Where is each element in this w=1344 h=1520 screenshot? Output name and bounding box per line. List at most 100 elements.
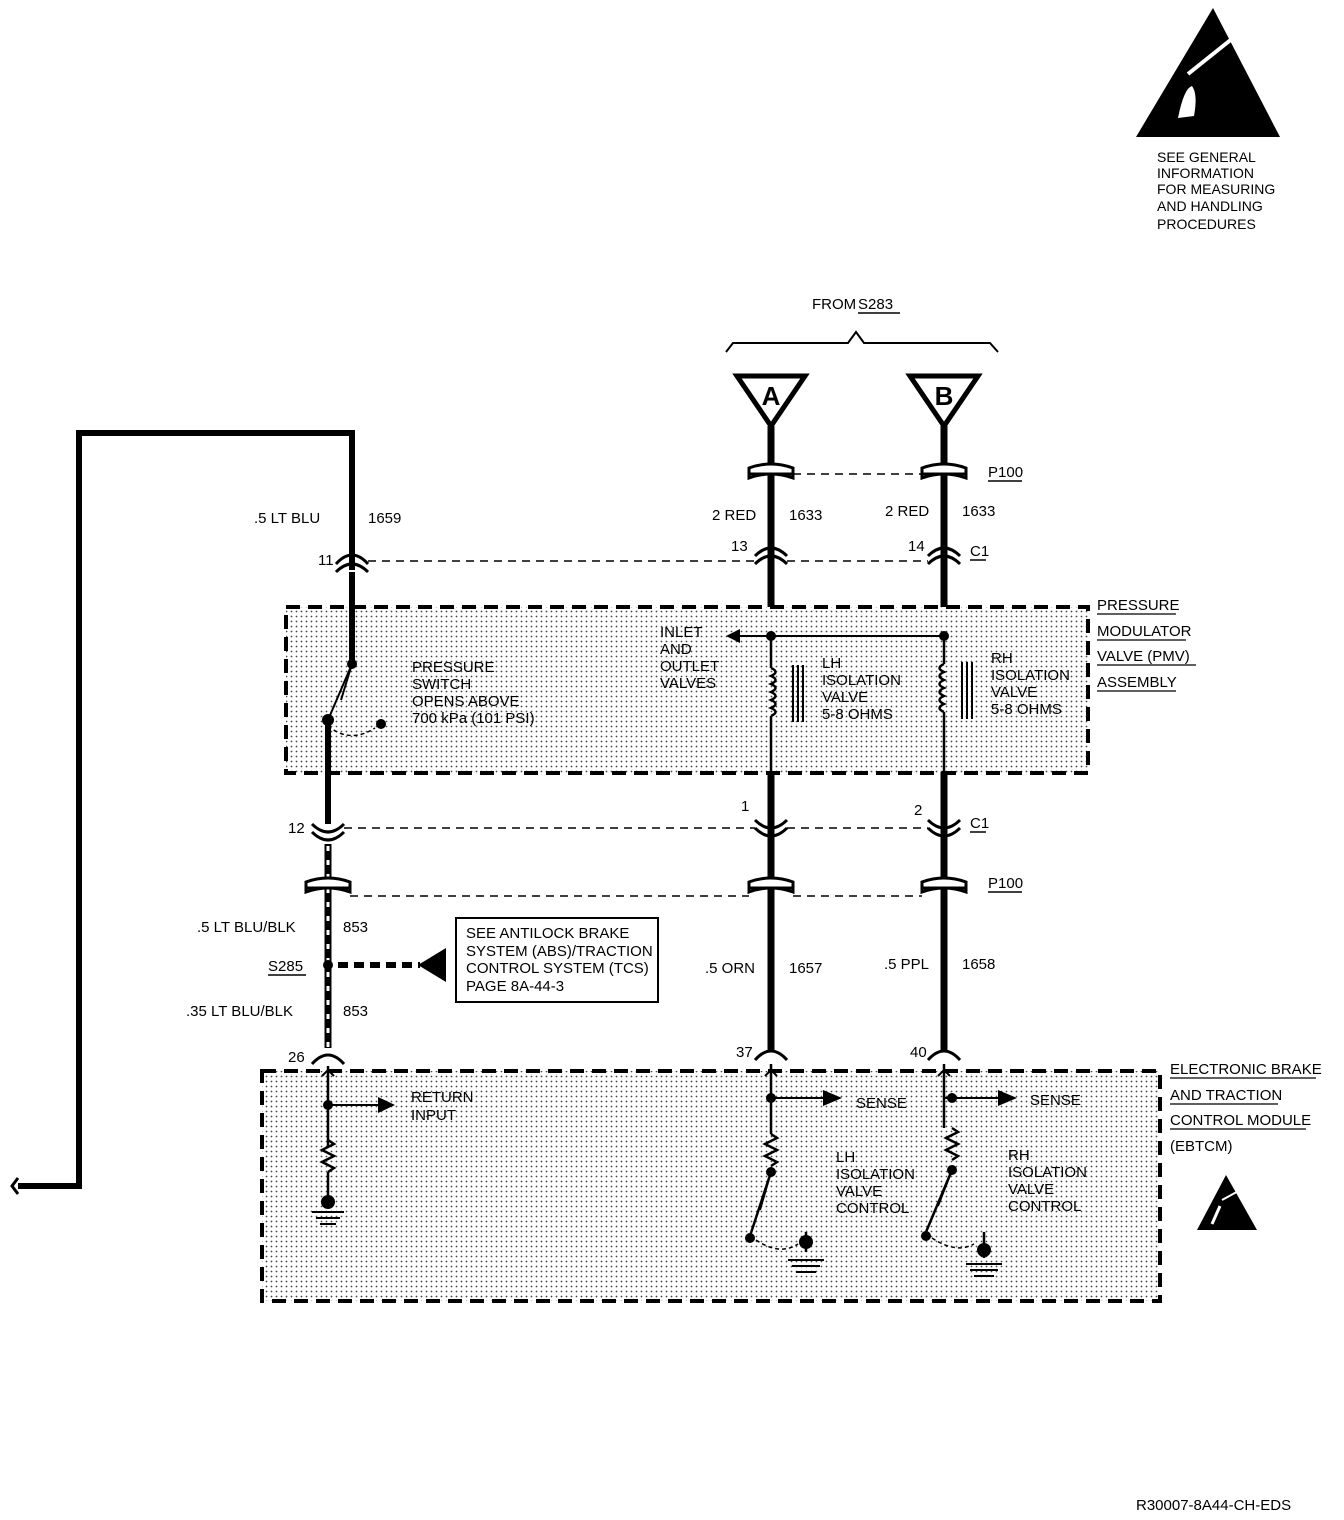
wire-label-red-b: 2 RED xyxy=(885,503,929,520)
wire-circuit-853-b: 853 xyxy=(343,1003,368,1020)
svg-text:P100: P100 xyxy=(988,464,1023,481)
svg-text:RETURN: RETURN xyxy=(411,1089,474,1106)
wire-label-orn: .5 ORN xyxy=(705,960,755,977)
ebtcm-pins: 26 37 40 xyxy=(288,1044,962,1066)
svg-text:INPUT: INPUT xyxy=(411,1107,456,1124)
wire-label-lt-blu-blk-035: .35 LT BLU/BLK xyxy=(186,1003,293,1020)
reference-box: SEE ANTILOCK BRAKE SYSTEM (ABS)/TRACTION… xyxy=(455,917,659,1003)
connector-p100-lower: P100 xyxy=(304,875,1023,897)
svg-text:ISOLATION: ISOLATION xyxy=(1008,1164,1087,1181)
svg-text:AND: AND xyxy=(660,641,692,658)
svg-text:ISOLATION: ISOLATION xyxy=(836,1166,915,1183)
svg-text:SEE ANTILOCK BRAKE: SEE ANTILOCK BRAKE xyxy=(466,925,629,942)
svg-text:26: 26 xyxy=(288,1049,305,1066)
svg-text:PRESSURE: PRESSURE xyxy=(412,659,495,676)
esd-small-icon xyxy=(1197,1175,1257,1230)
terminal-a: A xyxy=(732,373,810,431)
ground-terminal-icon xyxy=(10,1177,20,1195)
svg-text:12: 12 xyxy=(288,820,305,837)
svg-text:A: A xyxy=(762,381,781,411)
svg-text:PROCEDURES: PROCEDURES xyxy=(1157,216,1256,232)
figure-id: R30007-8A44-CH-EDS xyxy=(1136,1497,1291,1514)
svg-text:FROM: FROM xyxy=(812,296,856,313)
svg-text:PAGE 8A-44-3: PAGE 8A-44-3 xyxy=(466,978,564,995)
inlet-outlet-valves: INLET AND OUTLET VALVES xyxy=(660,624,949,692)
svg-text:5-8 OHMS: 5-8 OHMS xyxy=(991,701,1062,718)
svg-text:VALVES: VALVES xyxy=(660,675,716,692)
ground-return-wire xyxy=(18,430,355,1189)
svg-text:CONTROL MODULE: CONTROL MODULE xyxy=(1170,1112,1311,1129)
ebtcm-title: ELECTRONIC BRAKE AND TRACTION CONTROL MO… xyxy=(1170,1061,1322,1155)
splice-s285: S285 xyxy=(268,948,446,982)
svg-text:VALVE: VALVE xyxy=(822,689,868,706)
svg-text:2: 2 xyxy=(914,802,922,819)
esd-warning-icon xyxy=(1136,8,1280,137)
svg-text:OUTLET: OUTLET xyxy=(660,658,719,675)
pmv-title: PRESSURE MODULATOR VALVE (PMV) ASSEMBLY xyxy=(1097,597,1196,692)
svg-text:INLET: INLET xyxy=(660,624,703,641)
svg-text:INFORMATION: INFORMATION xyxy=(1157,165,1254,181)
lh-isolation-valve-coil: LH ISOLATION VALVE 5-8 OHMS xyxy=(767,636,901,772)
svg-text:ELECTRONIC BRAKE: ELECTRONIC BRAKE xyxy=(1170,1061,1322,1078)
wire-label-red-a: 2 RED xyxy=(712,507,756,524)
pressure-switch: PRESSURE SWITCH OPENS ABOVE 700 kPa (101… xyxy=(322,572,535,824)
wire-circuit-853: 853 xyxy=(343,919,368,936)
wire-circuit-1633-b: 1633 xyxy=(962,503,995,520)
svg-text:SWITCH: SWITCH xyxy=(412,676,471,693)
svg-text:VALVE: VALVE xyxy=(836,1183,882,1200)
svg-text:S283: S283 xyxy=(858,296,893,313)
svg-text:ISOLATION: ISOLATION xyxy=(822,672,901,689)
svg-text:PRESSURE: PRESSURE xyxy=(1097,597,1180,614)
svg-text:SENSE: SENSE xyxy=(856,1095,907,1112)
rh-isolation-valve-control: SENSE RH ISOLATION VALVE CONTROL xyxy=(921,1064,1087,1277)
svg-text:LH: LH xyxy=(822,655,841,672)
svg-text:37: 37 xyxy=(736,1044,753,1061)
wire-label-lt-blu-blk: .5 LT BLU/BLK xyxy=(197,919,296,936)
wire-circuit-1657: 1657 xyxy=(789,960,822,977)
svg-text:LH: LH xyxy=(836,1149,855,1166)
svg-text:B: B xyxy=(935,381,954,411)
svg-text:RH: RH xyxy=(1008,1147,1030,1164)
ebtcm-box xyxy=(260,1069,1162,1303)
esd-notice: SEE GENERAL INFORMATION FOR MEASURING AN… xyxy=(1157,149,1275,232)
svg-text:C1: C1 xyxy=(970,815,989,832)
svg-text:P100: P100 xyxy=(988,875,1023,892)
svg-text:11: 11 xyxy=(318,552,334,569)
svg-text:S285: S285 xyxy=(268,958,303,975)
svg-text:14: 14 xyxy=(908,538,925,555)
terminal-b: B xyxy=(905,373,983,431)
svg-text:1: 1 xyxy=(741,798,749,815)
svg-text:SYSTEM (ABS)/TRACTION: SYSTEM (ABS)/TRACTION xyxy=(466,943,653,960)
svg-text:VALVE (PMV): VALVE (PMV) xyxy=(1097,648,1190,665)
svg-text:C1: C1 xyxy=(970,543,989,560)
svg-text:CONTROL: CONTROL xyxy=(1008,1198,1081,1215)
svg-text:AND HANDLING: AND HANDLING xyxy=(1157,198,1263,214)
svg-text:AND TRACTION: AND TRACTION xyxy=(1170,1087,1282,1104)
wire-label-ppl: .5 PPL xyxy=(884,956,929,973)
connector-c1-lower: 12 1 2 C1 xyxy=(288,798,989,842)
svg-text:CONTROL SYSTEM (TCS): CONTROL SYSTEM (TCS) xyxy=(466,960,649,977)
svg-text:VALVE: VALVE xyxy=(1008,1181,1054,1198)
wire-label-lt-blu: .5 LT BLU xyxy=(254,510,320,527)
connector-p100-upper: P100 xyxy=(747,462,1023,482)
svg-text:OPENS ABOVE: OPENS ABOVE xyxy=(412,693,520,710)
wire-circuit-1633-a: 1633 xyxy=(789,507,822,524)
svg-text:700 kPa (101 PSI): 700 kPa (101 PSI) xyxy=(412,710,535,727)
svg-text:(EBTCM): (EBTCM) xyxy=(1170,1138,1233,1155)
wire-circuit-1659: 1659 xyxy=(368,510,401,527)
rh-isolation-valve-coil: RH ISOLATION VALVE 5-8 OHMS xyxy=(938,636,1070,772)
svg-text:ISOLATION: ISOLATION xyxy=(991,667,1070,684)
svg-text:13: 13 xyxy=(731,538,748,555)
svg-text:ASSEMBLY: ASSEMBLY xyxy=(1097,674,1177,691)
svg-text:MODULATOR: MODULATOR xyxy=(1097,623,1192,640)
svg-text:CONTROL: CONTROL xyxy=(836,1200,909,1217)
pmv-assembly-box xyxy=(284,605,1090,775)
svg-text:VALVE: VALVE xyxy=(991,684,1037,701)
svg-text:RH: RH xyxy=(991,650,1013,667)
svg-text:SENSE: SENSE xyxy=(1030,1092,1081,1109)
lh-isolation-valve-control: SENSE LH ISOLATION VALVE CONTROL xyxy=(745,1064,915,1273)
svg-text:5-8 OHMS: 5-8 OHMS xyxy=(822,706,893,723)
connector-c1-upper: 11 13 14 C1 xyxy=(318,538,989,574)
svg-text:SEE GENERAL: SEE GENERAL xyxy=(1157,149,1256,165)
